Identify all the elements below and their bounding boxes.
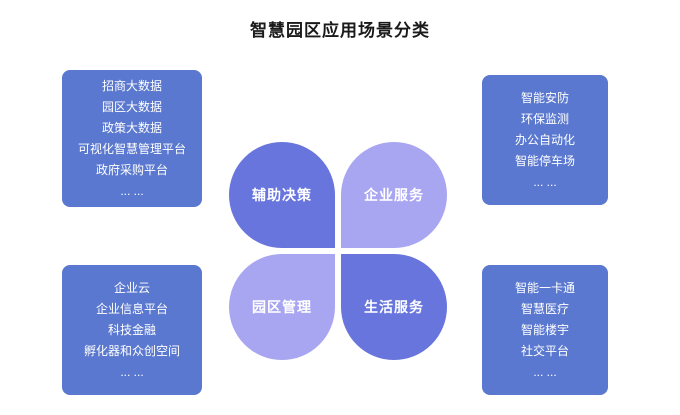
box-item: 科技金融: [107, 322, 156, 337]
category-box-bottom-right: 智能一卡通 智慧医疗 智能楼宇 社交平台 ... ...: [482, 265, 608, 395]
category-box-top-left: 招商大数据 园区大数据 政策大数据 可视化智慧管理平台 政府采购平台 ... .…: [62, 70, 202, 207]
petal-top-right: 企业服务: [341, 142, 447, 248]
box-item: 智能一卡通: [514, 280, 575, 295]
category-box-bottom-left: 企业云 企业信息平台 科技金融 孵化器和众创空间 ... ...: [62, 265, 202, 395]
box-item: 政策大数据: [101, 120, 162, 135]
petal-label: 企业服务: [364, 187, 424, 203]
petal-label: 辅助决策: [252, 187, 312, 203]
box-item: 孵化器和众创空间: [83, 343, 180, 358]
page-title: 智慧园区应用场景分类: [250, 21, 430, 40]
petal-top-left: 辅助决策: [229, 142, 335, 248]
box-item: 环保监测: [520, 111, 569, 126]
box-item-ellipsis: ... ...: [120, 364, 144, 379]
box-item: 招商大数据: [101, 78, 162, 93]
petal-bottom-left: 园区管理: [229, 254, 335, 360]
petal-label: 园区管理: [252, 299, 312, 315]
box-item: 政府采购平台: [95, 162, 168, 177]
box-item: 园区大数据: [101, 99, 162, 114]
box-item: 可视化智慧管理平台: [77, 141, 186, 156]
box-item: 办公自动化: [514, 132, 575, 147]
box-item: 智能安防: [520, 90, 569, 105]
box-item-ellipsis: ... ...: [120, 183, 144, 198]
petal-bottom-right: 生活服务: [341, 254, 447, 360]
box-item: 社交平台: [520, 343, 569, 358]
box-item: 智能停车场: [514, 153, 575, 168]
box-item-ellipsis: ... ...: [533, 364, 557, 379]
box-item: 智能楼宇: [520, 322, 569, 337]
box-item-ellipsis: ... ...: [533, 174, 557, 189]
category-box-top-right: 智能安防 环保监测 办公自动化 智能停车场 ... ...: [482, 75, 608, 205]
petal-label: 生活服务: [364, 299, 424, 315]
box-item: 企业云: [113, 280, 150, 295]
flower-diagram: 辅助决策 企业服务 园区管理 生活服务: [229, 142, 447, 360]
box-item: 智慧医疗: [520, 301, 569, 316]
box-item: 企业信息平台: [95, 301, 168, 316]
